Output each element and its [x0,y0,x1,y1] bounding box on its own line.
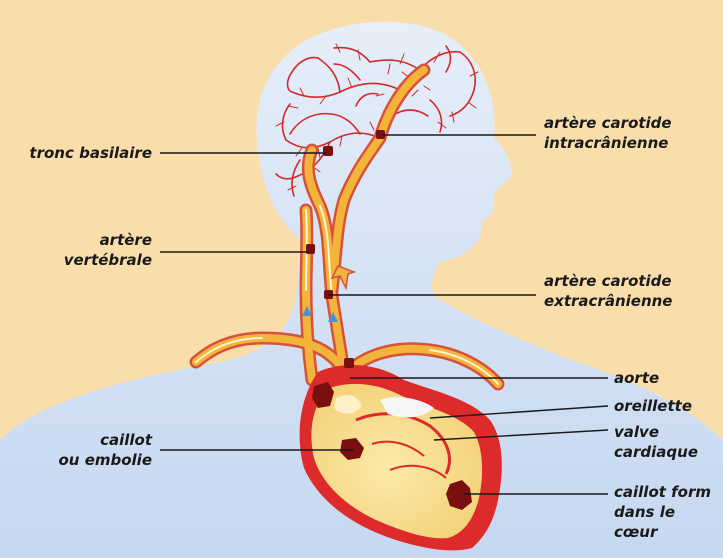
label-caillot-embolie: caillot ou embolie [10,430,152,470]
label-tronc-basilaire: tronc basilaire [10,143,152,163]
label-caillot-coeur: caillot form dans le cœur [614,482,723,542]
label-artere-carotide-extracranienne: artère carotide extracrânienne [544,271,672,311]
label-artere-vertebrale: artère vertébrale [10,230,152,270]
label-artere-carotide-intracranienne: artère carotide intracrânienne [544,113,672,153]
label-aorte: aorte [614,368,659,388]
label-valve-cardiaque: valve cardiaque [614,422,698,462]
label-oreillette: oreillette [614,396,692,416]
